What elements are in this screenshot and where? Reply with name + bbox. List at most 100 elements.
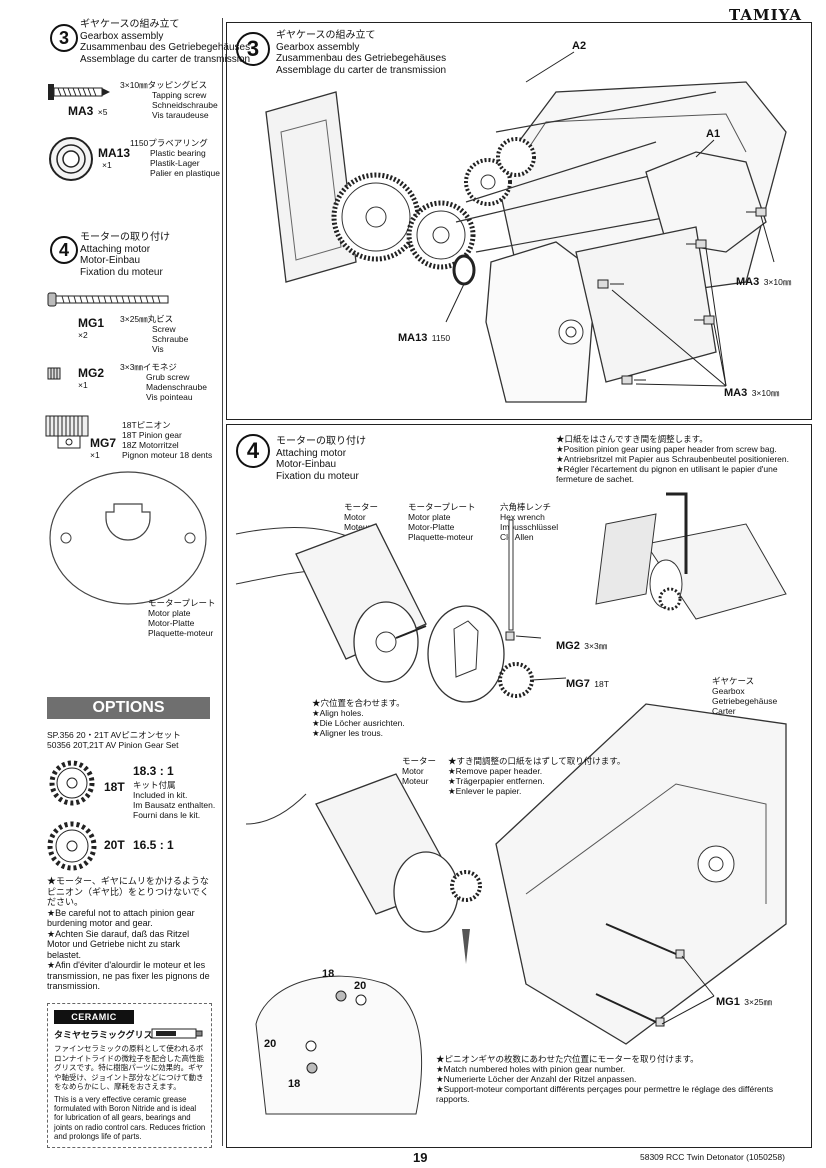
motor-plate-illustration [49,471,207,605]
align-jp: ★穴位置を合わせます。 [312,698,405,708]
gear-20t-icon [47,821,97,871]
grease-jp-body: ファインセラミックの原料として使われるボロンナイトライドの微粒子を配合した高性能… [54,1044,204,1091]
ma3-code: MA3 [68,104,94,118]
motor-label-bottom: モーター Motor Moteur [402,756,436,786]
pinion-gear-illustration [45,415,89,449]
holes-en: ★Match numbered holes with pinion gear n… [436,1064,626,1074]
mg2-qty: ×1 [78,380,88,390]
note-jp: ★口紙をはさんですき間を調整します。 [556,434,708,444]
label-a1: A1 [706,128,721,140]
label-ma3-bottom-size: 3×10㎜ [751,388,780,398]
mg1-part-code: MG1 ×2 [78,316,104,340]
ma3-qty: ×5 [97,107,108,117]
wrench-de: Imbusschlüssel [500,522,559,532]
note-fr: ★Régler l'écartement du pignon en utilis… [556,464,778,484]
mg2-jp: 3×3㎜イモネジ [120,362,177,372]
column-divider [222,18,223,1146]
mg2-en: Grub screw [146,372,190,382]
grease-en-body: This is a very effective ceramic grease … [54,1095,206,1141]
gearbox-assembly-diagram [265,51,787,403]
motor-plate-fr: Plaquette-moteur [148,628,214,638]
label-ma3-top-code: MA3 [736,276,760,288]
ma13-num: 1150 [130,138,149,148]
label-mg1-size: 3×25㎜ [744,997,772,1007]
options-heading: OPTIONS [47,697,210,719]
options-line1: SP.356 20・21T AVピニオンセット [47,730,181,740]
ma3-en: Tapping screw [152,90,207,100]
options-warning: ★モーター、ギヤにムリをかけるようなピニオン（ギヤ比）をとりつけないでください。… [47,876,213,992]
step-4-fr-large: Fixation du moteur [276,470,359,482]
step-4-en-large: Attaching motor [276,447,347,459]
step-3-number-large: 3 [236,32,270,66]
motor2-de: Moteur [402,776,429,786]
plastic-bearing-illustration [49,137,93,181]
grub-screw-illustration [47,367,61,380]
step-3-jp: ギヤケースの組み立て [80,19,180,30]
step-3-frame [226,22,812,420]
label-ma13: MA13 1150 [398,328,450,346]
options-set-info: SP.356 20・21T AVピニオンセット 50356 20T,21T AV… [47,730,181,750]
gearbox-en: Gearbox [712,686,745,696]
label-mg7: MG7 18T [566,674,609,692]
label-mg1-code: MG1 [716,996,740,1008]
warning-jp: ★モーター、ギヤにムリをかけるようなピニオン（ギヤ比）をとりつけないでください。 [47,876,209,907]
ma3-part-code: MA3 ×5 [68,102,108,120]
step-4-heading-large: モーターの取り付け Attaching motor Motor-Einbau F… [276,436,366,482]
label-ma3-top-size: 3×10㎜ [763,277,792,287]
mg1-jp: 3×25㎜丸ビス [120,314,174,324]
step-4-de: Motor-Einbau [80,255,141,266]
motor2-en: Motor [402,766,424,776]
screw-3x25-illustration [47,292,169,307]
motor-en: Motor [344,512,366,522]
grease-tube-icon [151,1028,203,1039]
align-en: ★Align holes. [312,708,364,718]
note-en: ★Position pinion gear using paper header… [556,444,777,454]
ma13-code: MA13 [98,146,131,160]
gearbox-de: Getriebegehäuse [712,696,778,706]
label-mg2: MG2 3×3㎜ [556,636,607,654]
label-ma13-code: MA13 [398,332,428,344]
step-4-jp-large: モーターの取り付け [276,436,366,447]
ma13-de: Plastik-Lager [150,158,200,168]
gear-18t-jp: キット付属 [133,780,176,790]
gear-18t-icon [49,760,95,806]
mg1-qty: ×2 [78,330,88,340]
mg7-en: 18T Pinion gear [122,430,182,440]
remove-fr: ★Enlever le papier. [448,786,522,796]
options-line2: 50356 20T,21T AV Pinion Gear Set [47,740,179,750]
step-3-fr-large: Assemblage du carter de transmission [276,64,447,76]
wrench-fr: Clé Allen [500,532,534,542]
mg7-code: MG7 [90,436,117,450]
plate-de: Motor-Platte [408,522,455,532]
plate-fr: Plaquette-moteur [408,532,474,542]
mg7-fr: Pignon moteur 18 dents [122,450,213,460]
grease-jp-title: タミヤセラミックグリス [54,1030,153,1040]
ma3-de: Schneidschraube [152,100,218,110]
align-holes-note: ★穴位置を合わせます。 ★Align holes. ★Die Löcher au… [312,698,405,738]
ma13-en: Plastic bearing [150,148,206,158]
motor-plate-de: Motor-Platte [148,618,195,628]
wrench-en: Hex wrench [500,512,545,522]
warning-de: ★Achten Sie darauf, daß das Ritzel Motor… [47,928,190,960]
motor-plate-desc: モータープレート Motor plate Motor-Platte Plaque… [148,598,216,638]
step-4-number: 4 [50,236,78,264]
ma13-desc: 1150プラベアリング Plastic bearing Plastik-Lage… [130,138,220,178]
motor-plate-label: モータープレート Motor plate Motor-Platte Plaque… [408,502,476,542]
tapping-screw-illustration [48,84,110,100]
ma3-fr: Vis taraudeuse [152,110,209,120]
step-3-en: Gearbox assembly [80,30,164,42]
remove-de: ★Trägerpapier entfernen. [448,776,545,786]
hole-label-20-left: 20 [264,1038,277,1050]
step-4-de-large: Motor-Einbau [276,459,337,470]
step-4-frame [226,424,812,1148]
mg7-jp: 18Tピニオン [122,420,171,430]
gear-18t-de: Im Bausatz enthalten. [133,800,216,810]
step-4-number-large: 4 [236,434,270,468]
step-4-en: Attaching motor [80,243,151,255]
gear-20t-teeth: 20T [104,838,125,852]
label-ma3-bottom: MA3 3×10㎜ [724,383,779,401]
brand-logo: TAMIYA [729,6,802,24]
remove-jp: ★すき間調整の口紙をはずして取り付けます。 [448,756,626,766]
mg7-de: 18Z Motorritzel [122,440,179,450]
step-3-number: 3 [50,24,78,52]
